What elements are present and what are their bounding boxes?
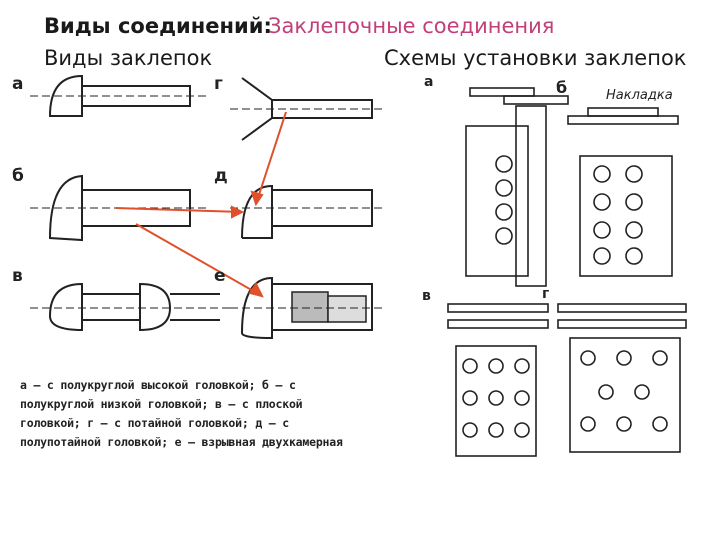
slide-title: Виды соединений: (44, 14, 272, 38)
rivet-label-a: а (12, 74, 24, 94)
scheme-label-v: в (422, 288, 431, 304)
scheme-label-a: а (424, 74, 434, 90)
figure-caption: а — с полукруглой высокой головкой; б — … (20, 378, 343, 449)
scheme-label-g: г (542, 286, 550, 302)
rivet-types-heading: Виды заклепок (44, 46, 213, 70)
rivet-label-d: д (214, 166, 228, 186)
rivet-label-v: в (12, 266, 23, 286)
rivet-label-g: г (214, 74, 223, 94)
rivet-label-b: б (12, 166, 24, 186)
rivet-schemes-drawing (447, 87, 687, 457)
rivet-label-e: е (214, 266, 226, 286)
overlay-plate-annotation: Накладка (606, 88, 673, 103)
rivet-types-drawing (30, 74, 382, 340)
slide-topic: Заклепочные соединения (268, 14, 555, 38)
scheme-label-b: б (556, 78, 568, 97)
rivet-schemes-heading: Схемы установки заклепок (384, 46, 687, 70)
